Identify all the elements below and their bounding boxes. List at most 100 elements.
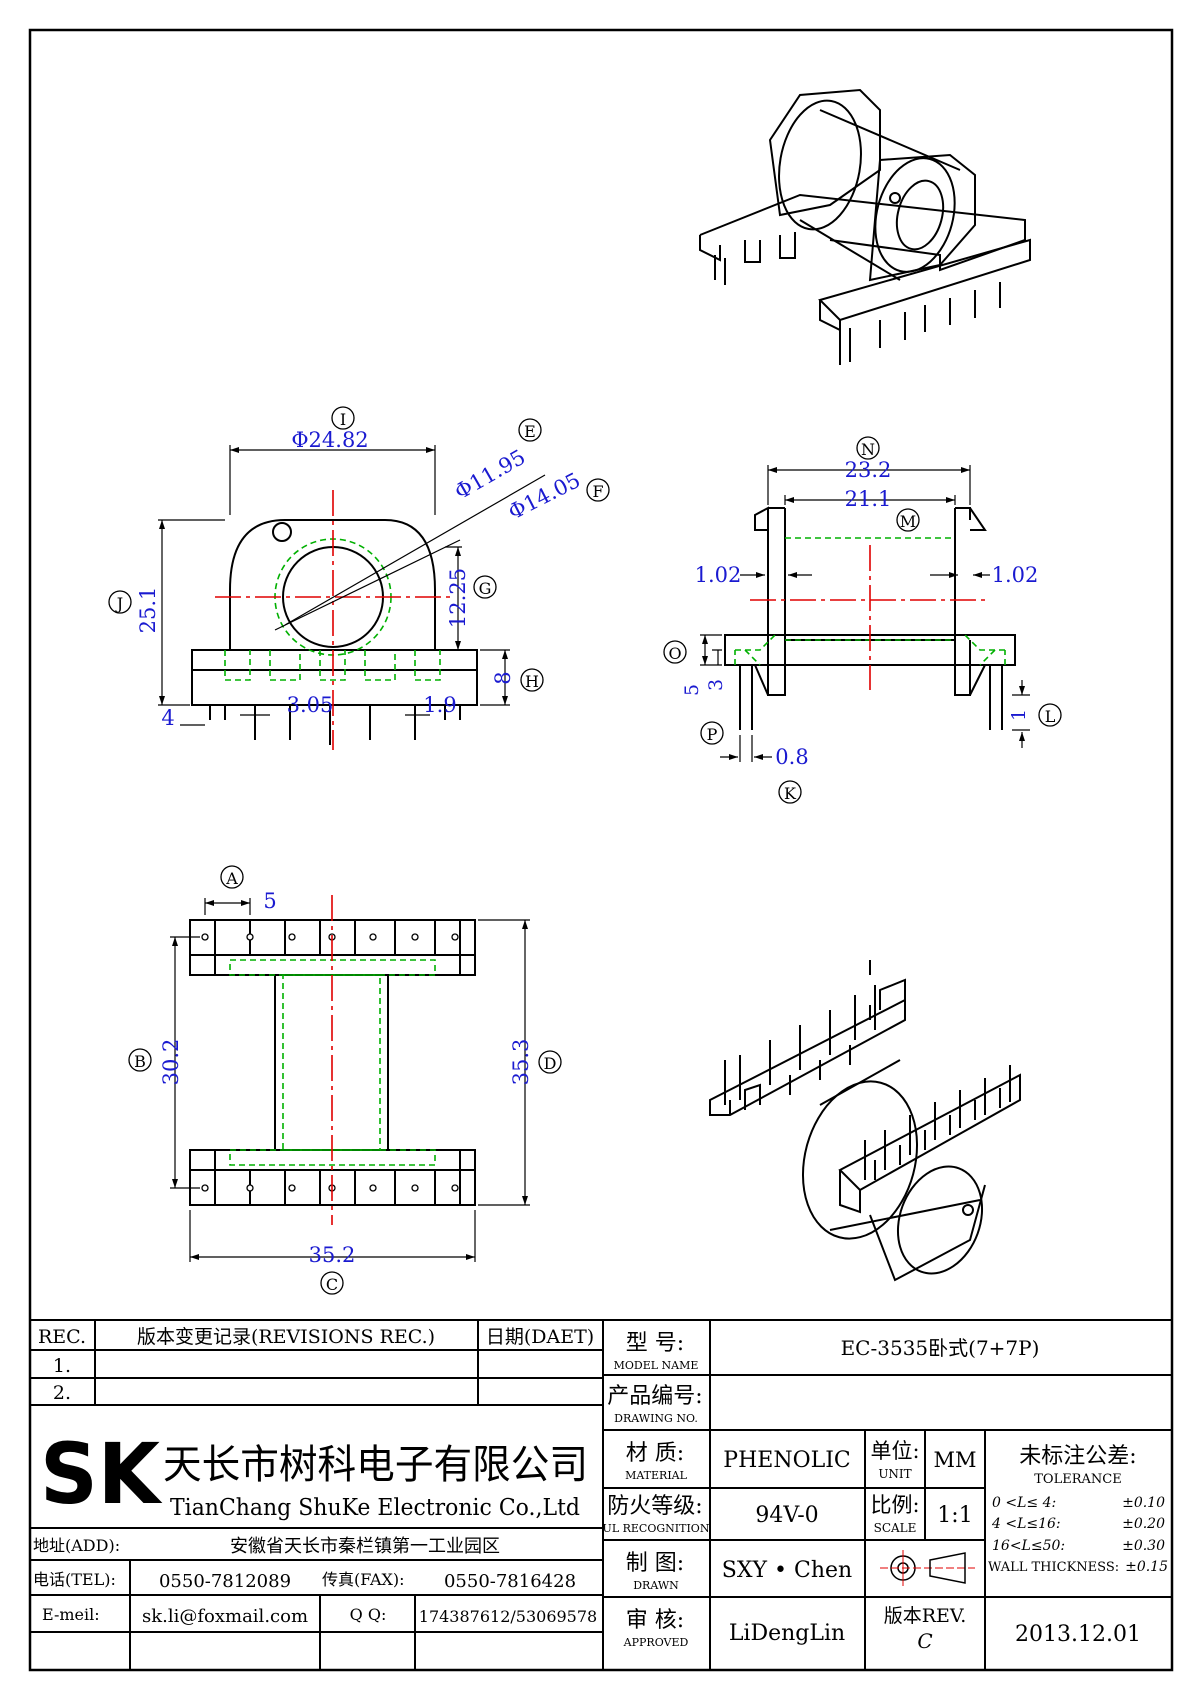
material-value: PHENOLIC (723, 1448, 850, 1473)
fax-label: 传真(FAX): (322, 1570, 405, 1589)
drawn-value: SXY • Chen (722, 1558, 852, 1583)
tol-row-2-range: 4 <L≤16: (991, 1516, 1061, 1532)
dim-C: 35.2 (309, 1243, 356, 1267)
callout-J: J (115, 594, 123, 613)
address-value: 安徽省天长市秦栏镇第一工业园区 (230, 1536, 500, 1557)
isometric-view-top (699, 88, 1031, 365)
front-view: I Φ24.82 E Φ11.95 F Φ14.05 J 25.1 G 12.2… (108, 406, 610, 750)
callout-K: K (784, 784, 797, 803)
rev-row-2: 2. (53, 1382, 71, 1404)
drawn-label-cn: 制 图: (626, 1551, 684, 1576)
email-value: sk.li@foxmail.com (142, 1606, 308, 1627)
dim-F: Φ14.05 (504, 468, 584, 524)
dim-M: 21.1 (845, 487, 892, 511)
ul-label-en: UL RECOGNITION (603, 1522, 710, 1535)
dim-3-05: 3.05 (287, 693, 334, 717)
callout-C: C (326, 1275, 338, 1294)
qq-value: 174387612/53069578 (419, 1607, 597, 1626)
dim-5-side: 5 (681, 684, 703, 696)
ul-value: 94V-0 (755, 1503, 818, 1528)
tol-row-1-range: 0 <L≤ 4: (992, 1495, 1056, 1511)
callout-O: O (668, 644, 681, 663)
callout-N: N (861, 440, 875, 459)
callout-I (331, 406, 355, 430)
company-name-cn: 天长市树科电子有限公司 (163, 1442, 588, 1488)
dim-1-9: 1.9 (423, 693, 456, 717)
callout-H: H (525, 672, 539, 691)
drawing-no-label-cn: 产品编号: (607, 1384, 702, 1409)
unit-label-en: UNIT (878, 1467, 911, 1481)
callout-A: A (225, 869, 238, 888)
callout-E: E (524, 422, 536, 441)
callout-D: D (544, 1054, 557, 1073)
drawing-no-label-en: DRAWING NO. (614, 1412, 698, 1425)
material-label-en: MATERIAL (625, 1469, 688, 1482)
dim-D: 35.3 (509, 1039, 533, 1086)
drawn-label-en: DRAWN (633, 1579, 679, 1592)
side-view: N 23.2 M 21.1 1.02 1.02 O 5 3 P 0.8 K 1 … (663, 436, 1062, 804)
isometric-view-bottom (709, 960, 1021, 1282)
approved-label-cn: 审 核: (626, 1608, 684, 1633)
approved-value: LiDengLin (729, 1621, 845, 1646)
tol-row-4-value: ±0.15 (1125, 1559, 1168, 1575)
tol-row-1-value: ±0.10 (1122, 1495, 1165, 1511)
material-label-cn: 材 质: (626, 1441, 684, 1466)
company-name-en: TianChang ShuKe Electronic Co.,Ltd (170, 1495, 580, 1521)
tolerance-label-cn: 未标注公差: (1019, 1444, 1136, 1469)
dim-0-8: 0.8 (775, 745, 808, 769)
callout-M: M (900, 512, 916, 531)
model-value: EC-3535卧式(7+7P) (841, 1336, 1040, 1360)
qq-label: Q Q: (350, 1605, 387, 1624)
approved-label-en: APPROVED (623, 1636, 689, 1649)
projection-symbol-icon (880, 1550, 975, 1586)
tel-value: 0550-7812089 (159, 1571, 291, 1592)
dim-N: 23.2 (845, 458, 892, 482)
model-label-cn: 型 号: (626, 1331, 684, 1356)
tol-row-3-value: ±0.30 (1122, 1538, 1165, 1554)
rev-col-rec: REC. (38, 1326, 86, 1348)
tel-label: 电话(TEL): (33, 1570, 116, 1589)
callout-B: B (134, 1052, 146, 1071)
rev-row-1: 1. (53, 1355, 71, 1377)
dim-J: 25.1 (136, 587, 160, 634)
tolerance-label-en: TOLERANCE (1034, 1472, 1121, 1487)
dim-I: Φ24.82 (291, 428, 368, 452)
unit-label-cn: 单位: (870, 1439, 919, 1463)
dim-H: 8 (491, 671, 515, 684)
rev-col-desc: 版本变更记录(REVISIONS REC.) (137, 1326, 435, 1348)
dim-A-5: 5 (263, 889, 276, 913)
unit-value: MM (933, 1448, 976, 1472)
dim-4: 4 (161, 706, 174, 730)
tol-row-2-value: ±0.20 (1122, 1516, 1165, 1532)
scale-label-cn: 比例: (870, 1493, 919, 1517)
rev-col-date: 日期(DAET) (486, 1326, 594, 1348)
callout-F: F (592, 482, 603, 501)
model-label-en: MODEL NAME (614, 1359, 699, 1372)
callout-G: G (479, 579, 492, 598)
dim-G: 12.25 (446, 568, 470, 628)
ul-label-cn: 防火等级: (607, 1494, 702, 1519)
rev-label: 版本REV. (884, 1605, 967, 1627)
rev-value: C (917, 1629, 932, 1653)
dim-L: 1 (1008, 709, 1030, 721)
dim-B: 30.2 (159, 1039, 183, 1086)
scale-value: 1:1 (937, 1503, 972, 1528)
email-label: E-meil: (42, 1605, 100, 1624)
dim-3-side: 3 (705, 679, 727, 691)
bottom-view: A 5 B 30.2 35.3 D 35.2 C (128, 865, 562, 1295)
callout-L: L (1045, 707, 1056, 726)
fax-value: 0550-7816428 (444, 1571, 576, 1592)
tol-row-3-range: 16<L≤50: (992, 1538, 1065, 1554)
dim-1-02-right: 1.02 (992, 563, 1039, 587)
address-label: 地址(ADD): (33, 1536, 120, 1555)
callout-P: P (707, 725, 718, 744)
company-logo: SK (40, 1425, 163, 1523)
callout-I-text: I (340, 410, 346, 429)
title-block-grid (30, 1319, 1172, 1670)
dim-1-02-left: 1.02 (695, 563, 742, 587)
date-value: 2013.12.01 (1015, 1622, 1141, 1647)
tol-row-4-range: WALL THICKNESS: (988, 1560, 1119, 1575)
scale-label-en: SCALE (874, 1521, 917, 1535)
sheet-border (28, 28, 1174, 1672)
